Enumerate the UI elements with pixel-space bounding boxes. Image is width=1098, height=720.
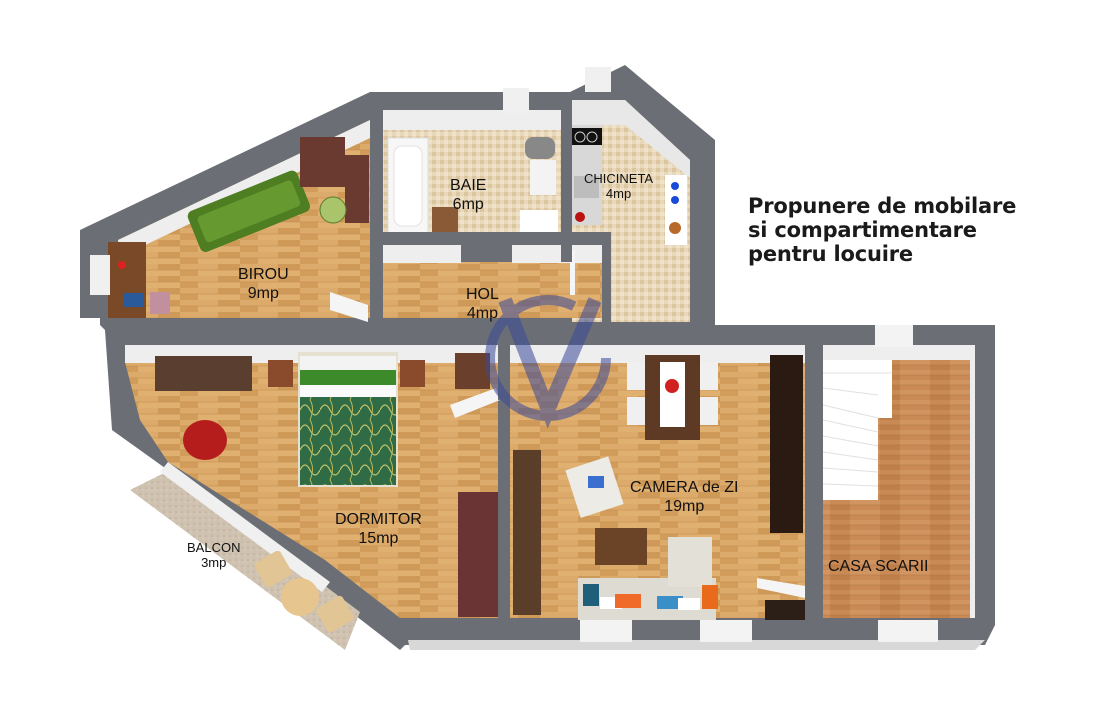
- room-balcon: [130, 462, 360, 650]
- room-camera-de-zi: [510, 345, 805, 642]
- room-area: 4mp: [466, 305, 499, 322]
- room-casa-scarii: [822, 325, 975, 642]
- watermark-logo: [485, 295, 611, 429]
- dresser: [155, 356, 252, 391]
- room-name: DORMITOR: [335, 511, 422, 528]
- room-area: 15mp: [358, 530, 399, 547]
- room-baie: [383, 88, 561, 235]
- laptop: [123, 293, 143, 307]
- room-name: HOL: [466, 286, 499, 303]
- label-balcon: BALCON 3mp: [187, 540, 240, 570]
- window-chicineta: [585, 67, 611, 92]
- window-stairs-top: [875, 325, 913, 347]
- wardrobe: [458, 492, 498, 617]
- window-stairs-bottom: [878, 620, 938, 642]
- room-area: 4mp: [605, 186, 632, 201]
- dining-table: [627, 355, 718, 440]
- title-line-3: pentru locuire: [748, 242, 913, 266]
- tv-unit: [770, 355, 803, 533]
- cabinet: [345, 155, 369, 223]
- label-dormitor: DORMITOR 15mp: [335, 510, 422, 548]
- window-camera-1: [580, 620, 632, 642]
- room-dormitor: [125, 345, 500, 618]
- label-hol: HOL 4mp: [466, 285, 499, 323]
- nightstand-right: [400, 360, 425, 387]
- room-name: CHICINETA: [584, 171, 654, 186]
- room-area: 19mp: [664, 498, 705, 515]
- drawer-cabinet: [455, 353, 490, 389]
- window-camera-2: [700, 620, 752, 642]
- title-line-2: si compartimentare: [748, 218, 977, 242]
- label-camera-de-zi: CAMERA de ZI 19mp: [630, 478, 738, 516]
- armchair-red: [183, 420, 227, 460]
- chair: [150, 292, 170, 314]
- toilet: [525, 137, 555, 159]
- title-line-1: Propunere de mobilare: [748, 194, 1017, 218]
- room-hol: [383, 245, 603, 318]
- room-name: BIROU: [238, 266, 289, 283]
- double-bed: [298, 352, 398, 487]
- window-birou: [90, 255, 110, 295]
- bench: [513, 450, 541, 615]
- room-area: 6mp: [452, 196, 484, 213]
- kitchen-sink: [574, 176, 599, 198]
- staircase: [822, 360, 892, 500]
- proposal-title: Propunere de mobilare si compartimentare…: [748, 194, 1016, 266]
- label-chicineta: CHICINETA 4mp: [584, 171, 653, 201]
- washer: [520, 210, 558, 234]
- room-birou: [108, 120, 370, 322]
- room-name: BALCON: [187, 540, 241, 555]
- balcony-chair-2: [316, 595, 354, 633]
- bookshelf: [300, 137, 345, 187]
- corner-sofa: [578, 537, 718, 620]
- balcony-chair: [254, 550, 292, 588]
- label-birou: BIROU 9mp: [238, 265, 289, 303]
- room-name: CASA SCARII: [828, 558, 929, 575]
- side-table: [319, 196, 347, 224]
- room-area: 3mp: [201, 555, 227, 570]
- window-baie: [503, 88, 529, 113]
- shoe-cabinet: [765, 600, 805, 620]
- balcony-table: [281, 578, 319, 616]
- interior-walls: [90, 92, 823, 620]
- sink: [530, 160, 556, 195]
- label-baie: BAIE 6mp: [450, 176, 486, 214]
- nightstand-left: [268, 360, 293, 387]
- room-name: CAMERA de ZI: [630, 479, 739, 496]
- room-area: 9mp: [247, 285, 279, 302]
- coffee-table: [595, 528, 647, 565]
- label-casa-scarii: CASA SCARII: [828, 557, 928, 576]
- bath-mat: [432, 207, 458, 233]
- green-sofa: [187, 170, 310, 252]
- room-name: BAIE: [450, 177, 487, 194]
